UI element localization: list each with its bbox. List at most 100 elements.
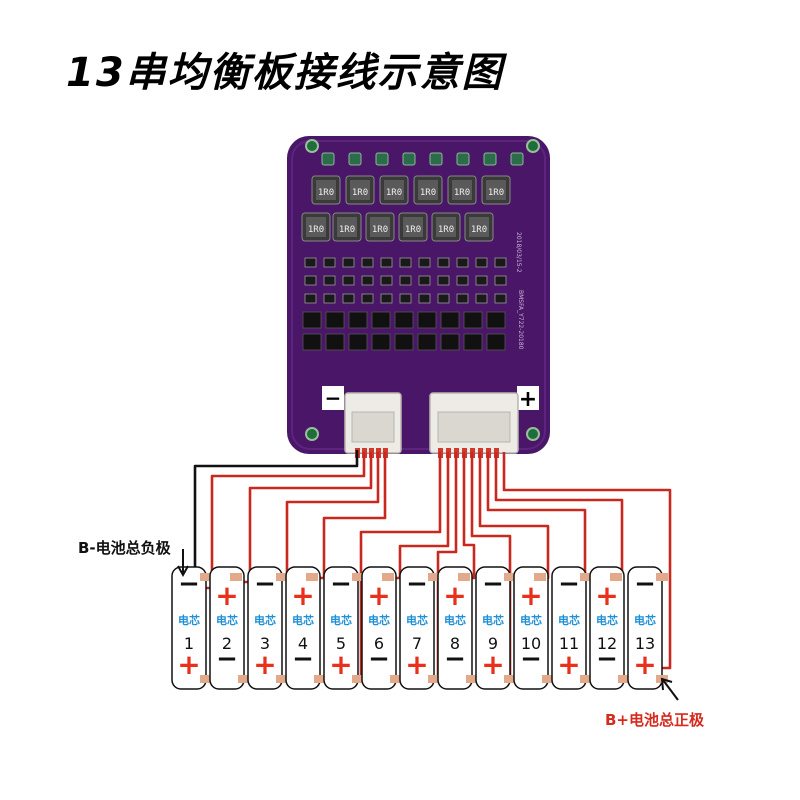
- cell-body: [285, 566, 321, 690]
- smd-chip: [456, 275, 469, 286]
- cell-text: 电芯: [444, 613, 466, 627]
- smd-chip: [380, 257, 393, 268]
- mount-hole: [305, 427, 319, 441]
- inductor: 1R0: [301, 212, 331, 242]
- mosfet: [348, 333, 368, 351]
- minus-sign: −: [254, 569, 276, 599]
- cell-body: [209, 566, 245, 690]
- mosfet: [371, 311, 391, 329]
- minus-sign: −: [520, 644, 542, 674]
- battery-cell: −电芯7+: [399, 566, 440, 690]
- cell-tab: [230, 573, 242, 581]
- battery-cell: +电芯4−: [285, 566, 326, 690]
- cell-number: 8: [450, 634, 460, 653]
- smd-capacitor: [510, 152, 524, 166]
- minus-sign: −: [482, 569, 504, 599]
- cell-text: 电芯: [292, 613, 314, 627]
- plus-sign: +: [177, 648, 200, 681]
- smd-capacitor: [429, 152, 443, 166]
- battery-cell: −电芯5+: [323, 566, 364, 690]
- cell-tab: [610, 573, 622, 581]
- inductor: 1R0: [413, 175, 443, 205]
- smd-capacitor: [321, 152, 335, 166]
- smd-capacitor: [402, 152, 416, 166]
- cell-tab: [542, 675, 554, 683]
- smd-capacitor: [348, 152, 362, 166]
- cell-body: [475, 566, 511, 690]
- smd-chip: [494, 293, 507, 304]
- mosfet: [302, 311, 322, 329]
- cell-tab: [200, 573, 212, 581]
- mosfet: [348, 311, 368, 329]
- cell-text: 电芯: [254, 613, 276, 627]
- smd-chip: [475, 257, 488, 268]
- inductor-label: 1R0: [386, 188, 402, 198]
- inductor: 1R0: [398, 212, 428, 242]
- inductor-label: 1R0: [420, 188, 436, 198]
- minus-sign: −: [634, 569, 656, 599]
- cell-body: [323, 566, 359, 690]
- smd-capacitor: [375, 152, 389, 166]
- cell-tab: [276, 573, 288, 581]
- minus-sign: −: [596, 644, 618, 674]
- smd-chip: [399, 275, 412, 286]
- smd-chip: [399, 293, 412, 304]
- mosfet: [302, 333, 322, 351]
- cell-text: 电芯: [482, 613, 504, 627]
- minus-sign: −: [368, 644, 390, 674]
- mosfet: [417, 311, 437, 329]
- cell-number: 1: [184, 634, 194, 653]
- cell-tab: [534, 573, 546, 581]
- mosfet: [486, 311, 506, 329]
- minus-sign: −: [558, 569, 580, 599]
- cell-tab: [352, 675, 364, 683]
- cell-number: 11: [559, 634, 579, 653]
- label-battery-positive: B+电池总正极: [605, 711, 705, 729]
- minus-sign: −: [444, 644, 466, 674]
- cell-body: [513, 566, 549, 690]
- mosfet: [371, 333, 391, 351]
- smd-chip: [361, 275, 374, 286]
- smd-capacitor: [456, 152, 470, 166]
- minus-sign: −: [330, 569, 352, 599]
- smd-chip: [418, 293, 431, 304]
- plus-sign: +: [633, 648, 656, 681]
- smd-chip: [342, 257, 355, 268]
- battery-cell: +电芯6−: [361, 566, 402, 690]
- cell-tab: [314, 675, 326, 683]
- cell-text: 电芯: [406, 613, 428, 627]
- smd-chip: [361, 293, 374, 304]
- cell-tab: [466, 675, 478, 683]
- cell-tab: [200, 675, 212, 683]
- mosfet: [486, 333, 506, 351]
- inductor: 1R0: [365, 212, 395, 242]
- smd-chip: [437, 275, 450, 286]
- plus-sign: +: [405, 648, 428, 681]
- minus-sign: −: [406, 569, 428, 599]
- mount-hole: [526, 427, 540, 441]
- mosfet: [417, 333, 437, 351]
- inductor-label: 1R0: [318, 188, 334, 198]
- cell-text: 电芯: [596, 613, 618, 627]
- plus-sign: +: [519, 579, 542, 612]
- smd-chip: [418, 257, 431, 268]
- label-battery-negative: B-电池总负极: [78, 539, 171, 557]
- inductor-label: 1R0: [372, 225, 388, 235]
- cell-text: 电芯: [330, 613, 352, 627]
- smd-chip: [304, 275, 317, 286]
- mosfet: [440, 311, 460, 329]
- plus-sign: +: [443, 579, 466, 612]
- terminal-pos-mark: [517, 386, 539, 410]
- terminal-neg-mark: [322, 386, 344, 410]
- cell-number: 10: [521, 634, 541, 653]
- plus-sign: +: [291, 579, 314, 612]
- cell-tab: [618, 675, 630, 683]
- cell-tab: [306, 573, 318, 581]
- plus-sign: +: [367, 579, 390, 612]
- cell-number: 3: [260, 634, 270, 653]
- inductor-label: 1R0: [471, 225, 487, 235]
- battery-cell: +电芯 8−: [437, 566, 478, 690]
